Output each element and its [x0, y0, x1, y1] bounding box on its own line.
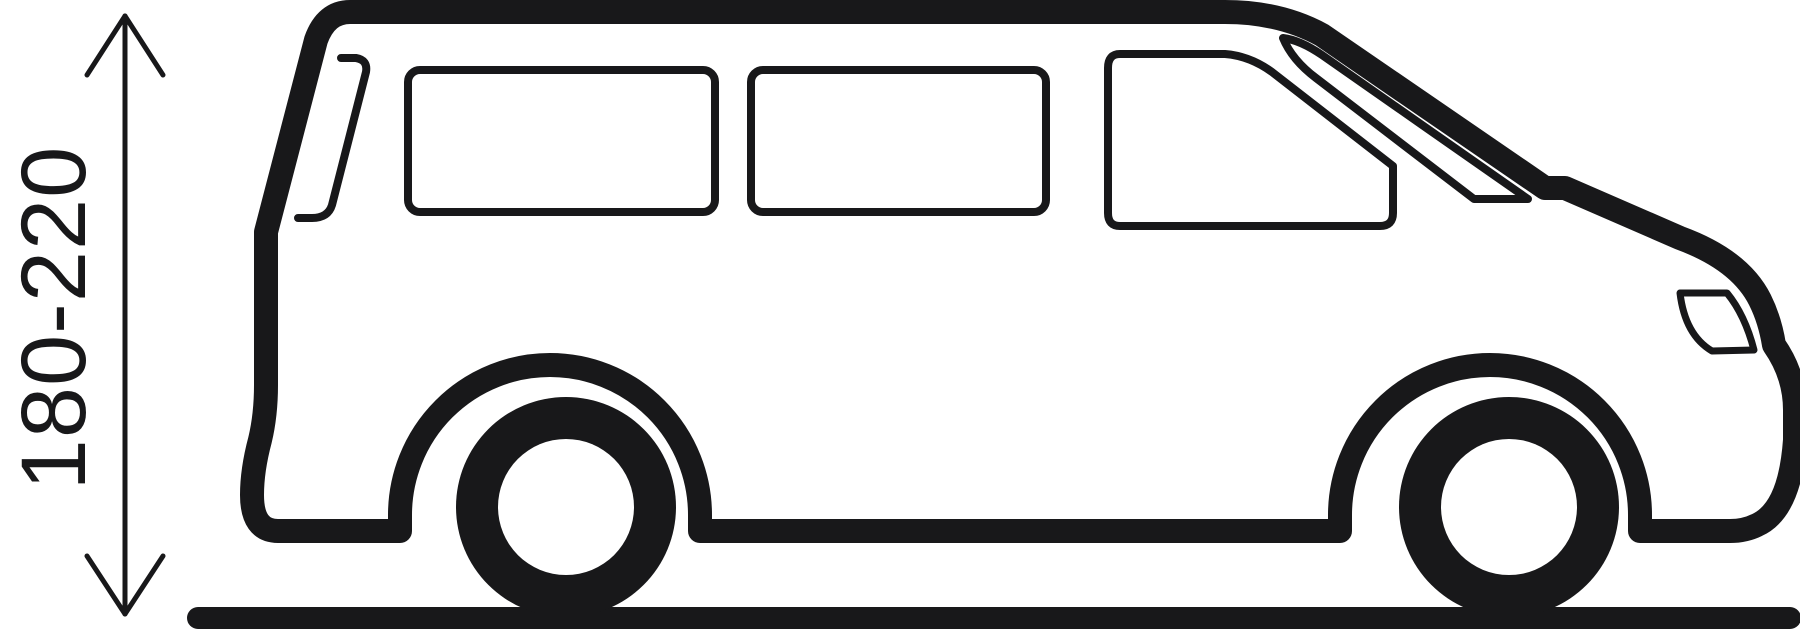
side-window-2 — [747, 66, 1050, 216]
height-range-label: 180-220 — [3, 145, 105, 491]
van-body-outline — [240, 0, 1800, 543]
windshield — [1279, 34, 1532, 203]
side-window-1 — [404, 66, 719, 216]
rear-wheel-icon — [456, 397, 676, 617]
rear-window — [294, 54, 371, 222]
height-arrow-icon — [84, 13, 166, 617]
headlight-icon — [1676, 289, 1758, 355]
front-door-window — [1104, 50, 1397, 230]
front-wheel-icon — [1399, 397, 1619, 617]
